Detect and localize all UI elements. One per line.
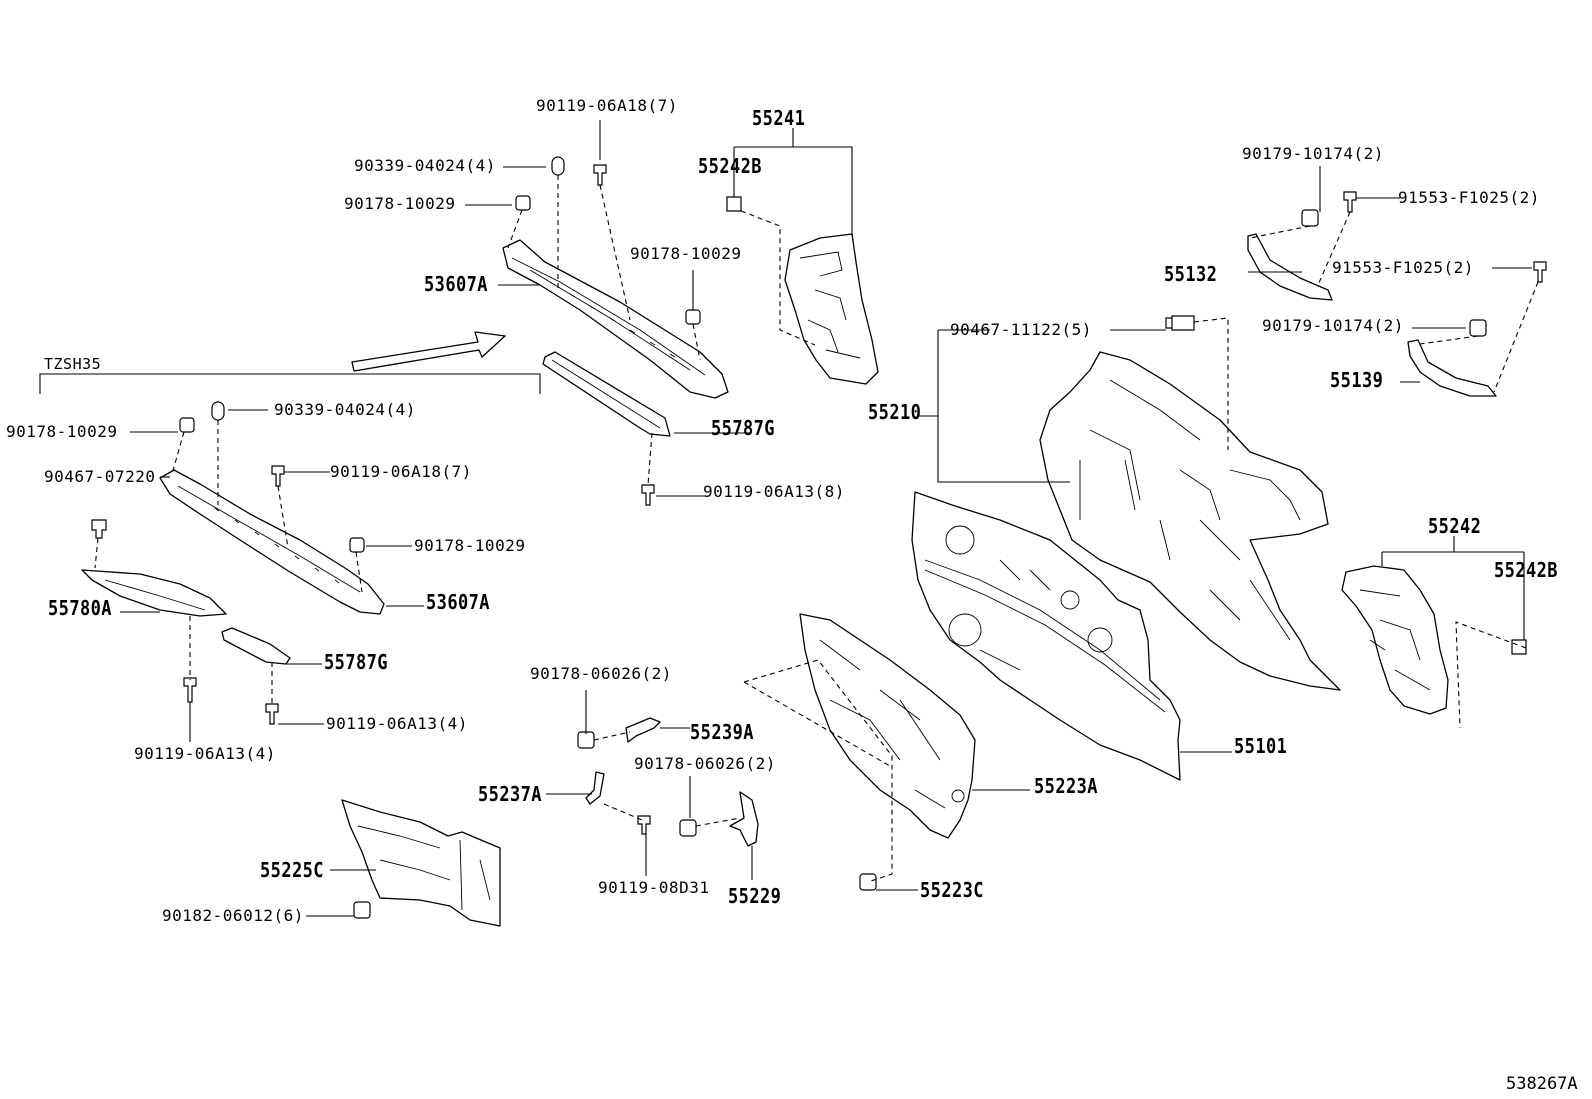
label-53607A-left: 53607A [426,590,490,614]
seal-strip-upper-55787G [542,351,671,437]
insulator-55210 [1039,351,1341,691]
insulator-55242 [1341,565,1449,715]
label-55242: 55242 [1428,514,1482,538]
label-90119-06A13-4a: 90119-06A13(4) [326,714,468,733]
dash-panel-55101 [911,491,1181,781]
label-90119-06A13-8: 90119-06A13(8) [703,482,845,501]
label-55229: 55229 [728,884,782,908]
label-55242B-right: 55242B [1494,558,1558,582]
fasteners [91,156,1547,919]
label-90119-06A18-left: 90119-06A18(7) [330,462,472,481]
label-90178-10029-left: 90178-10029 [6,422,118,441]
label-53607A-top: 53607A [424,272,488,296]
label-90339-04024-top: 90339-04024(4) [354,156,496,175]
label-55780A: 55780A [48,596,112,620]
group-bracket [39,373,541,394]
label-90179-10174-top: 90179-10174(2) [1242,144,1384,163]
group-label: TZSH35 [44,355,102,373]
label-55223A: 55223A [1034,774,1098,798]
seal-strip-lower-55787G [221,627,291,665]
label-90119-06A13-4b: 90119-06A13(4) [134,744,276,763]
leader-lines [120,120,1532,917]
label-55787G-left: 55787G [324,650,388,674]
label-55241: 55241 [752,106,806,130]
label-91553-F1025-mid: 91553-F1025(2) [1332,258,1474,277]
label-90119-06A18-top: 90119-06A18(7) [536,96,678,115]
label-90339-04024-left: 90339-04024(4) [274,400,416,419]
label-90182-06012: 90182-06012(6) [162,906,304,925]
label-55787G-top: 55787G [711,416,775,440]
label-55101: 55101 [1234,734,1288,758]
insulator-55241 [784,233,879,385]
label-90119-08D31: 90119-08D31 [598,878,710,897]
label-90467-11122: 90467-11122(5) [950,320,1092,339]
label-91553-F1025-top: 91553-F1025(2) [1398,188,1540,207]
label-55139: 55139 [1330,368,1384,392]
label-55237A: 55237A [478,782,542,806]
bracket-55237A [585,771,605,805]
insulator-55225C [341,799,501,927]
label-90178-06026-b: 90178-06026(2) [634,754,776,773]
label-55239A: 55239A [690,720,754,744]
label-90467-07220: 90467-07220 [44,467,156,486]
bracket-55229 [729,791,759,847]
cover-55780A [81,569,227,617]
diagram-reference-id: 538267A [1506,1074,1578,1094]
insulator-55223A [799,613,976,839]
label-90179-10174-mid: 90179-10174(2) [1262,316,1404,335]
label-55210: 55210 [868,400,922,424]
label-90178-06026-a: 90178-06026(2) [530,664,672,683]
label-90178-10029-left2: 90178-10029 [414,536,526,555]
bracket-55139 [1407,339,1497,397]
label-90178-10029-mid: 90178-10029 [630,244,742,263]
label-55223C: 55223C [920,878,984,902]
label-55225C: 55225C [260,858,324,882]
bracket-55132 [1247,233,1333,301]
label-55132: 55132 [1164,262,1218,286]
direction-arrow [351,331,506,372]
label-90178-10029-top: 90178-10029 [344,194,456,213]
bracket-55239A [625,717,661,743]
label-55242B-top: 55242B [698,154,762,178]
cowl-panel-lower-53607A [159,469,385,615]
assembly-lines [94,175,1539,883]
